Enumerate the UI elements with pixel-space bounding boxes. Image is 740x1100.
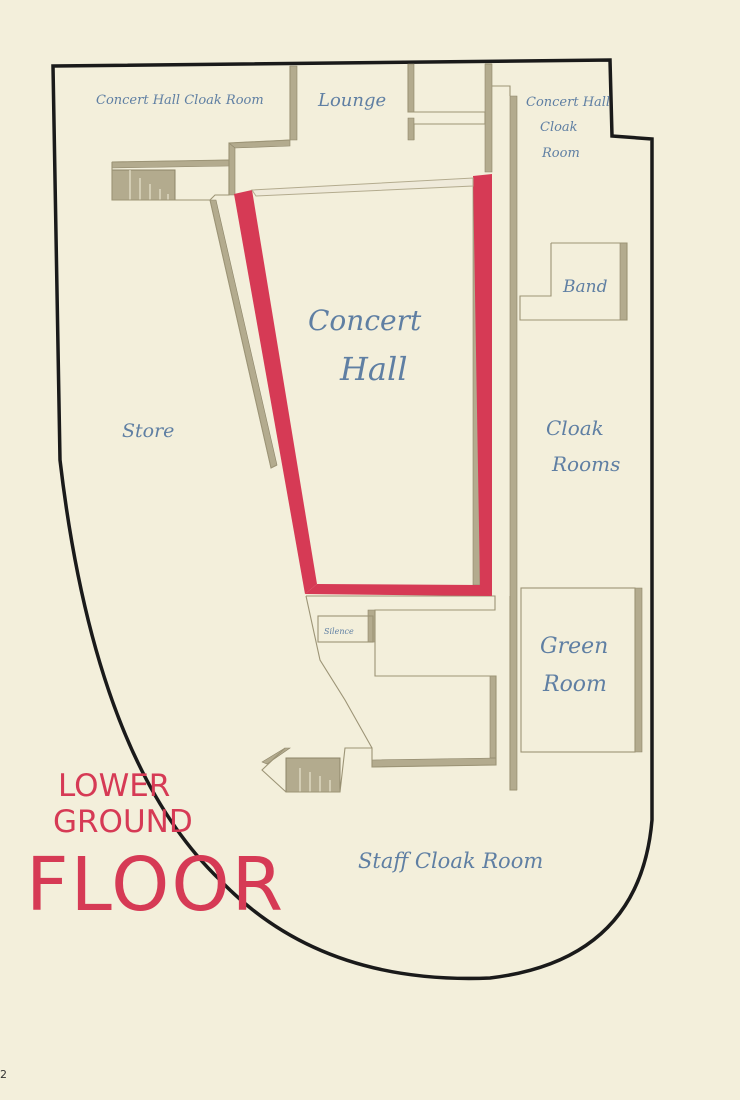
- label-cloak-right-3: Room: [541, 146, 580, 161]
- room-labels: Concert Hall Cloak Room Lounge Concert H…: [96, 90, 620, 873]
- label-hall: Hall: [339, 350, 407, 388]
- title-lower: LOWER: [58, 768, 170, 804]
- label-green: Green: [540, 634, 608, 659]
- label-concert-hall-cloak-room: Concert Hall Cloak Room: [96, 93, 264, 108]
- label-cloak-rooms-1: Cloak: [546, 416, 604, 440]
- concert-hall-outline: [234, 174, 492, 596]
- building-outline: [51, 58, 654, 981]
- label-concert: Concert: [308, 304, 422, 337]
- label-cloak-rooms-2: Rooms: [551, 452, 620, 476]
- page-number: 2: [0, 1068, 7, 1081]
- stairs-upper: [111, 169, 176, 201]
- walls: [111, 63, 643, 791]
- label-band: Band: [562, 277, 608, 297]
- label-green-room: Room: [542, 672, 607, 697]
- title-ground: GROUND: [53, 804, 193, 840]
- label-lounge: Lounge: [317, 90, 386, 111]
- title-floor: FLOOR: [26, 842, 285, 928]
- label-cloak-right-1: Concert Hall: [526, 95, 610, 110]
- label-silence: Silence: [324, 627, 354, 636]
- stairs-lower: [285, 757, 341, 793]
- label-staff-cloak-room: Staff Cloak Room: [358, 849, 543, 873]
- room-outlines: [111, 63, 636, 793]
- label-cloak-right-2: Cloak: [540, 120, 578, 135]
- label-store: Store: [122, 420, 174, 442]
- floor-title: LOWER GROUND FLOOR: [26, 768, 285, 928]
